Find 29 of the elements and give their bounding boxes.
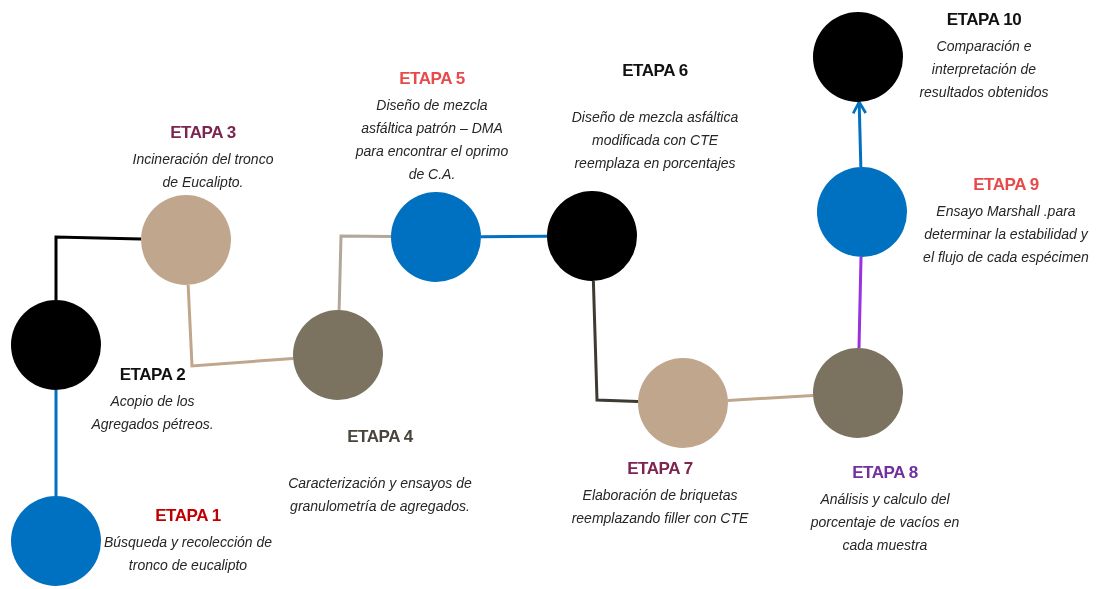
stage-heading: ETAPA 6 xyxy=(622,60,688,82)
stage-description: Análisis y calculo del porcentaje de vacíos en cada muestra xyxy=(809,490,961,555)
stage-heading: ETAPA 9 xyxy=(973,174,1039,196)
connector-line xyxy=(54,390,58,496)
stage-heading: ETAPA 5 xyxy=(399,68,465,90)
connector-line xyxy=(481,234,547,239)
connector-line xyxy=(591,280,639,403)
stage-heading: ETAPA 4 xyxy=(347,426,413,448)
stage-heading: ETAPA 8 xyxy=(852,462,918,484)
connector-line xyxy=(186,284,294,368)
stage-description: Caracterización y ensayos de granulometría de agregados. xyxy=(287,474,473,516)
connector-line xyxy=(857,256,863,349)
stage-description: Acopio de los Agregados pétreos. xyxy=(90,392,215,434)
stage-description: Diseño de mezcla asfáltica modificada con CTE reemplaza en porcentajes xyxy=(570,108,740,173)
stage-description: Búsqueda y recolección de tronco de eucalipto xyxy=(102,533,274,575)
stage-heading: ETAPA 3 xyxy=(170,122,236,144)
stage-description: Elaboración de briquetas reemplazando filler con CTE xyxy=(570,486,750,528)
connector-line xyxy=(337,234,391,311)
stage-heading: ETAPA 10 xyxy=(946,9,1022,31)
stage-description: Ensayo Marshall .para determinar la estabilidad y el flujo de cada espécimen xyxy=(922,202,1090,267)
stage-heading: ETAPA 7 xyxy=(627,458,693,480)
stage-description: Incineración del tronco de Eucalipto. xyxy=(131,150,275,192)
connector-line xyxy=(727,394,814,402)
connector-line xyxy=(54,235,142,300)
stage-heading: ETAPA 2 xyxy=(119,364,186,386)
stage-description: Comparación e interpretación de resultados obtenidos xyxy=(918,37,1050,102)
stage-description: Diseño de mezcla asfáltica patrón – DMA para encontrar el oprimo de C.A. xyxy=(354,96,510,184)
stage-heading: ETAPA 1 xyxy=(155,505,221,527)
connector-line xyxy=(851,100,868,168)
